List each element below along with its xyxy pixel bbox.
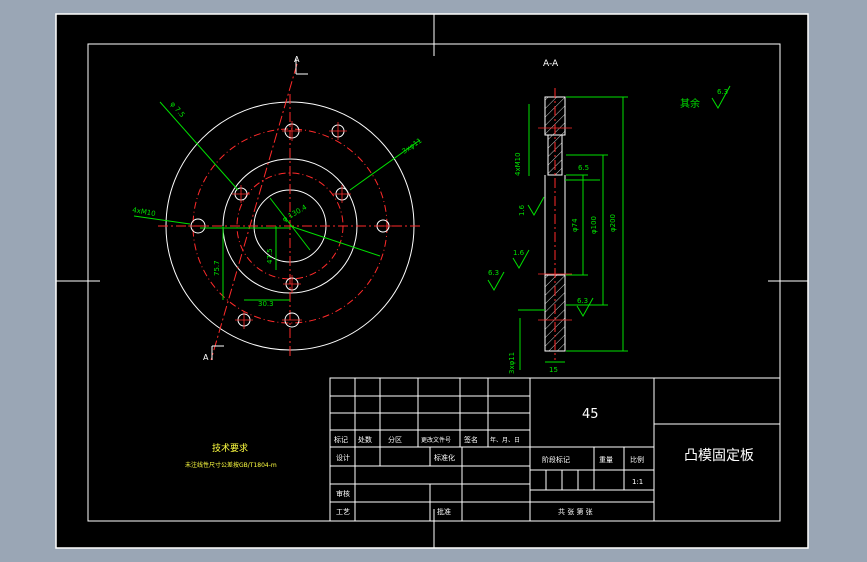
drawing-paper	[55, 13, 809, 549]
dim-center-offset: 47.5	[266, 248, 274, 264]
roughness-2: 1.6	[513, 249, 525, 257]
tb-header-docno: 更改文件号	[421, 436, 451, 444]
section-arrow-top	[295, 58, 308, 75]
section-letter-top: A	[294, 55, 300, 64]
tech-requirements-title: 技术要求	[212, 442, 248, 454]
dim-thread: 4xM10	[514, 152, 522, 176]
section-arrow-bottom	[211, 345, 224, 360]
tb-review: 审核	[336, 489, 350, 498]
tb-header-zone: 分区	[388, 435, 402, 444]
roughness-symbols	[487, 196, 594, 317]
dim-dist-x: 75.7	[213, 260, 221, 276]
section-dimension-lines	[518, 96, 628, 370]
roughness-rest-symbol	[711, 85, 731, 110]
tb-standard: 标准化	[434, 453, 455, 462]
tech-requirements-line: 未注线性尺寸公差按GB/T1804-m	[185, 461, 277, 469]
dim-thread-left: 4xM10	[132, 206, 157, 218]
title-block	[329, 377, 781, 522]
section-title: A-A	[543, 59, 559, 69]
section-hole-lines	[538, 127, 572, 321]
dim-mid-dia: φ74	[571, 218, 579, 232]
tb-header-date: 年、月、日	[490, 436, 520, 444]
roughness-rest-value: 6.3	[717, 88, 728, 96]
title-block-text: 45 凸模固定板 标记 处数 分区 更改文件号 签名 年、月、日 设计 标准化 …	[334, 407, 754, 516]
tb-header-count: 处数	[358, 435, 372, 444]
front-dimension-lines	[133, 101, 421, 301]
tb-craft: 工艺	[336, 508, 350, 516]
roughness-rest-label: 其余	[680, 97, 700, 110]
tb-stage-mark: 阶段标记	[542, 455, 570, 464]
dim-thickness: 15	[549, 366, 558, 374]
dim-inner-dia: φ100	[590, 216, 598, 234]
section-letter-bottom: A	[203, 353, 209, 362]
hole-crosshairs	[188, 121, 392, 329]
tb-part-name: 凸模固定板	[684, 448, 754, 464]
roughness-3: 6.3	[488, 269, 499, 277]
roughness-4: 6.3	[577, 297, 588, 305]
dim-outer-dia: φ200	[609, 214, 617, 232]
tb-header-mark: 标记	[334, 435, 348, 444]
tb-scale-label: 比例	[630, 455, 644, 464]
roughness-1: 1.6	[518, 204, 526, 216]
tb-header-sign: 签名	[464, 435, 478, 444]
dim-hole-bottom: 3xφ11	[508, 352, 516, 374]
centering-marks	[56, 14, 808, 548]
section-view: A-A	[487, 59, 731, 374]
tb-approve: 批准	[437, 507, 451, 516]
dim-step: 6.5	[578, 164, 589, 172]
tb-material: 45	[582, 407, 599, 422]
section-line	[210, 63, 298, 361]
tb-weight: 重量	[599, 456, 613, 464]
front-view: A A	[132, 55, 424, 362]
tb-scale: 1:1	[632, 478, 643, 486]
tb-sheets: 共 张 第 张	[558, 507, 593, 516]
dim-dist-small: 30.3	[258, 300, 274, 308]
tb-design: 设计	[336, 453, 350, 462]
